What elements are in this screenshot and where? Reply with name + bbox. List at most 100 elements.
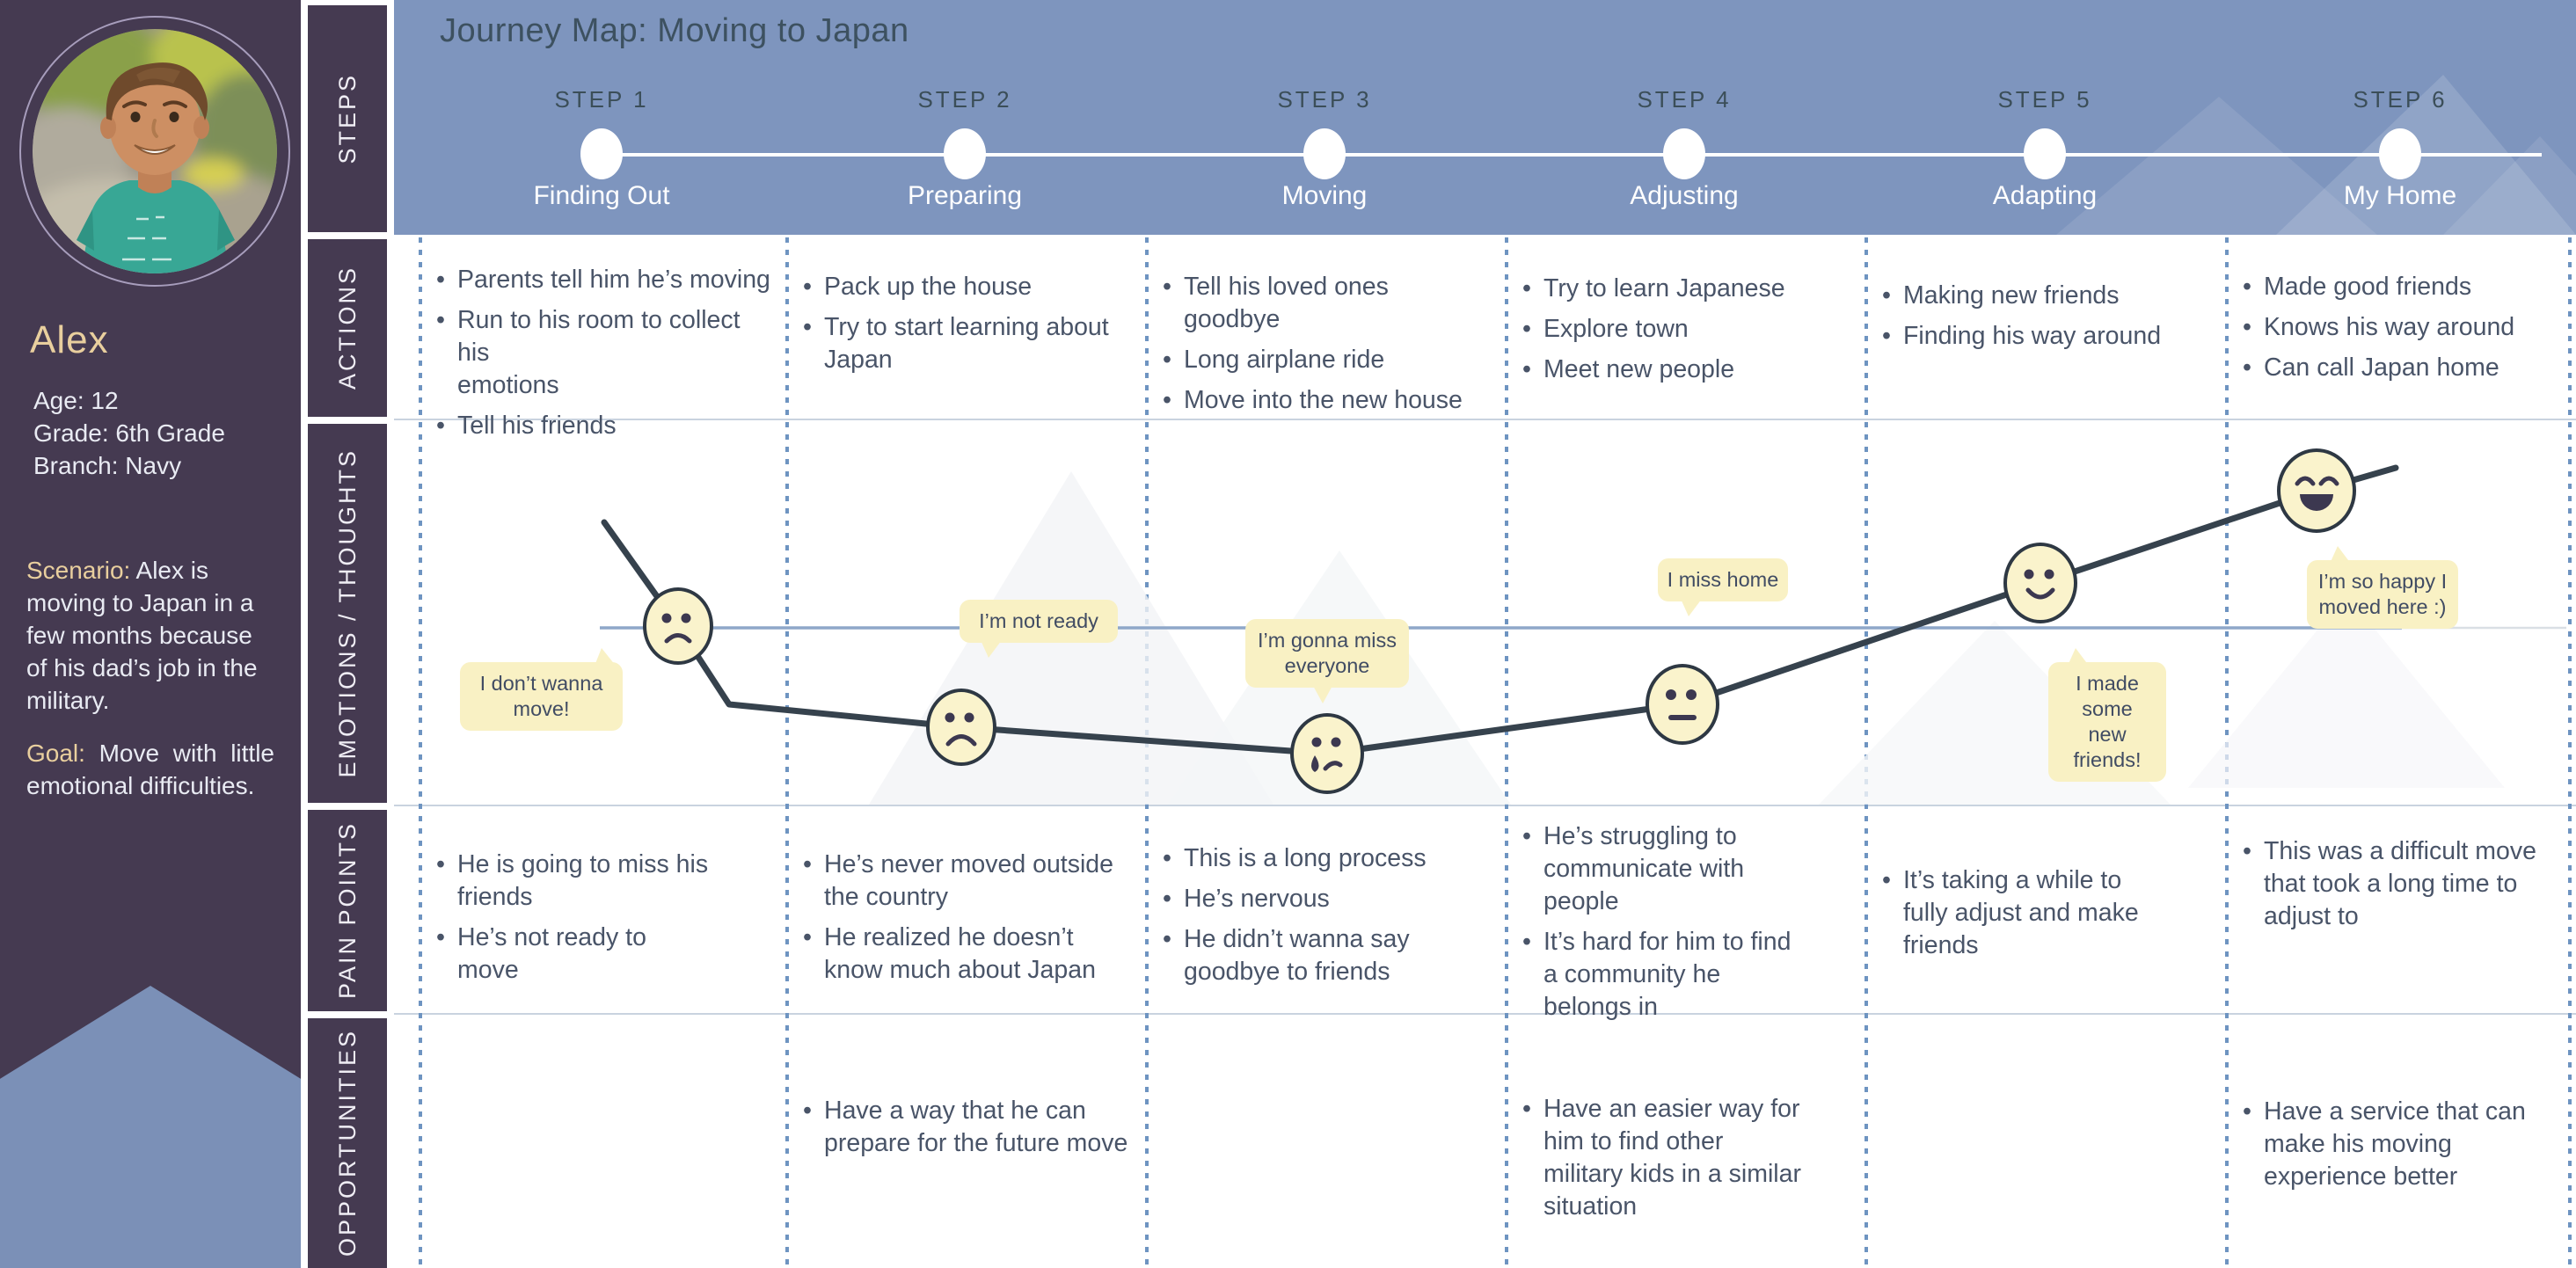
pain-point-item: He’s never moved outside the country bbox=[798, 849, 1135, 914]
action-item: Pack up the house bbox=[798, 271, 1135, 303]
step-4-name: Adjusting bbox=[1630, 181, 1739, 210]
step-2-name: Preparing bbox=[907, 181, 1023, 210]
goal-label: Goal: bbox=[26, 740, 85, 767]
speech-bubble: I don’t wanna move! bbox=[460, 648, 623, 731]
pain-points-step-3: This is a long process He’s nervous He d… bbox=[1157, 842, 1495, 996]
pain-point-item: This was a difficult move that took a lo… bbox=[2237, 835, 2563, 933]
column-divider bbox=[1505, 237, 1508, 1268]
step-6-dot bbox=[2379, 128, 2421, 179]
speech-bubble: I’m gonna miss everyone bbox=[1245, 619, 1409, 703]
pain-point-item: This is a long process bbox=[1157, 842, 1495, 875]
row-label-pain-points: PAIN POINTS bbox=[308, 810, 387, 1011]
speech-bubble: I made some new friends! bbox=[2048, 648, 2166, 782]
pain-point-item: He’s nervous bbox=[1157, 883, 1495, 915]
pain-point-item: It’s taking a while to fully adjust and … bbox=[1877, 864, 2216, 962]
step-4-dot bbox=[1663, 128, 1705, 179]
step-1-label: STEP 1 bbox=[554, 86, 649, 113]
action-item: Tell his friends bbox=[431, 410, 776, 442]
step-4: STEP 4 Adjusting bbox=[1552, 0, 1816, 235]
opportunity-item: Have an easier way for him to find other… bbox=[1517, 1093, 1855, 1223]
step-1: STEP 1 Finding Out bbox=[470, 0, 733, 235]
row-label-actions: ACTIONS bbox=[308, 239, 387, 417]
action-item: Knows his way around bbox=[2237, 311, 2563, 344]
actions-step-5: Making new friends Finding his way aroun… bbox=[1877, 280, 2216, 361]
actions-step-3: Tell his loved ones goodbye Long airplan… bbox=[1157, 271, 1495, 425]
speech-bubble: I’m so happy I moved here :) bbox=[2307, 546, 2458, 629]
action-item: Making new friends bbox=[1877, 280, 2216, 312]
action-item: Finding his way around bbox=[1877, 320, 2216, 353]
scenario-text: Alex is moving to Japan in a few months … bbox=[26, 557, 258, 714]
action-item: Tell his loved ones goodbye bbox=[1157, 271, 1495, 336]
row-label-opportunities: OPPORTUNITIES bbox=[308, 1018, 387, 1268]
avatar-photo-icon bbox=[33, 29, 277, 273]
step-2: STEP 2 Preparing bbox=[833, 0, 1097, 235]
pain-points-step-5: It’s taking a while to fully adjust and … bbox=[1877, 864, 2216, 970]
column-divider bbox=[1864, 237, 1868, 1268]
persona-scenario: Scenario: Alex is moving to Japan in a f… bbox=[26, 554, 274, 717]
neutral-face-icon bbox=[1646, 664, 1719, 745]
action-item: Can call Japan home bbox=[2237, 352, 2563, 384]
pain-point-item: He didn’t wanna say goodbye to friends bbox=[1157, 923, 1495, 988]
opportunities-step-4: Have an easier way for him to find other… bbox=[1517, 1093, 1855, 1231]
step-5-name: Adapting bbox=[1992, 181, 2098, 210]
persona-branch: Branch: Navy bbox=[33, 452, 182, 479]
actions-step-4: Try to learn Japanese Explore town Meet … bbox=[1517, 273, 1855, 394]
step-2-label: STEP 2 bbox=[917, 86, 1012, 113]
step-3-name: Moving bbox=[1281, 181, 1368, 210]
avatar bbox=[19, 16, 290, 287]
pain-point-item: He is going to miss his friends bbox=[431, 849, 776, 914]
persona-name: Alex bbox=[30, 318, 109, 361]
step-1-name: Finding Out bbox=[533, 181, 670, 210]
action-item: Try to start learning about Japan bbox=[798, 311, 1135, 376]
actions-step-2: Pack up the house Try to start learning … bbox=[798, 271, 1135, 384]
actions-step-1: Parents tell him he’s moving Run to his … bbox=[431, 264, 776, 450]
actions-step-6: Made good friends Knows his way around C… bbox=[2237, 271, 2563, 392]
step-1-dot bbox=[580, 128, 623, 179]
smiling-face-icon bbox=[2003, 543, 2077, 623]
step-5: STEP 5 Adapting bbox=[1913, 0, 2177, 235]
row-label-emotions: EMOTIONS / THOUGHTS bbox=[308, 424, 387, 803]
persona-goal: Goal: Move with little emotional difficu… bbox=[26, 737, 274, 802]
action-item: Explore town bbox=[1517, 313, 1855, 346]
sad-face-icon bbox=[926, 689, 996, 766]
pain-points-step-2: He’s never moved outside the country He … bbox=[798, 849, 1135, 995]
pain-points-step-4: He’s struggling to communicate with peop… bbox=[1517, 820, 1855, 1031]
crying-face-icon bbox=[1290, 713, 1364, 794]
pain-point-item: He’s struggling to communicate with peop… bbox=[1517, 820, 1855, 918]
step-3-label: STEP 3 bbox=[1277, 86, 1372, 113]
speech-bubble: I’m not ready bbox=[960, 600, 1118, 658]
grinning-face-icon bbox=[2277, 448, 2356, 533]
persona-sidebar: Alex Age: 12 Grade: 6th Grade Branch: Na… bbox=[0, 0, 301, 1268]
column-divider bbox=[785, 237, 789, 1268]
step-3: STEP 3 Moving bbox=[1193, 0, 1456, 235]
emotion-curve-chart bbox=[600, 448, 2566, 805]
step-6-name: My Home bbox=[2343, 181, 2457, 210]
persona-age: Age: 12 bbox=[33, 387, 119, 414]
action-item: Parents tell him he’s moving bbox=[431, 264, 776, 296]
page-title: Journey Map: Moving to Japan bbox=[440, 12, 909, 49]
step-2-dot bbox=[944, 128, 986, 179]
action-item: Made good friends bbox=[2237, 271, 2563, 303]
opportunity-item: Have a way that he can prepare for the f… bbox=[798, 1095, 1135, 1160]
action-item: Try to learn Japanese bbox=[1517, 273, 1855, 305]
pain-point-item: He realized he doesn’t know much about J… bbox=[798, 922, 1135, 987]
persona-grade: Grade: 6th Grade bbox=[33, 419, 225, 447]
column-divider bbox=[2568, 237, 2572, 1268]
worried-face-icon bbox=[643, 587, 713, 665]
speech-bubble: I miss home bbox=[1658, 558, 1788, 616]
house-shape-decoration bbox=[0, 986, 301, 1268]
opportunity-item: Have a service that can make his moving … bbox=[2237, 1096, 2563, 1193]
step-3-dot bbox=[1303, 128, 1346, 179]
goal-text: Move with little emotional difficulties. bbox=[26, 740, 274, 799]
opportunities-step-6: Have a service that can make his moving … bbox=[2237, 1096, 2563, 1201]
action-item: Long airplane ride bbox=[1157, 344, 1495, 376]
row-label-steps: STEPS bbox=[308, 5, 387, 232]
step-4-label: STEP 4 bbox=[1637, 86, 1732, 113]
row-divider bbox=[394, 419, 2576, 420]
step-5-label: STEP 5 bbox=[1997, 86, 2092, 113]
steps-header: Journey Map: Moving to Japan STEP 1 Find… bbox=[394, 0, 2576, 235]
pain-point-item: He’s not ready to move bbox=[431, 922, 776, 987]
action-item: Move into the new house bbox=[1157, 384, 1495, 417]
action-item: Meet new people bbox=[1517, 353, 1855, 386]
